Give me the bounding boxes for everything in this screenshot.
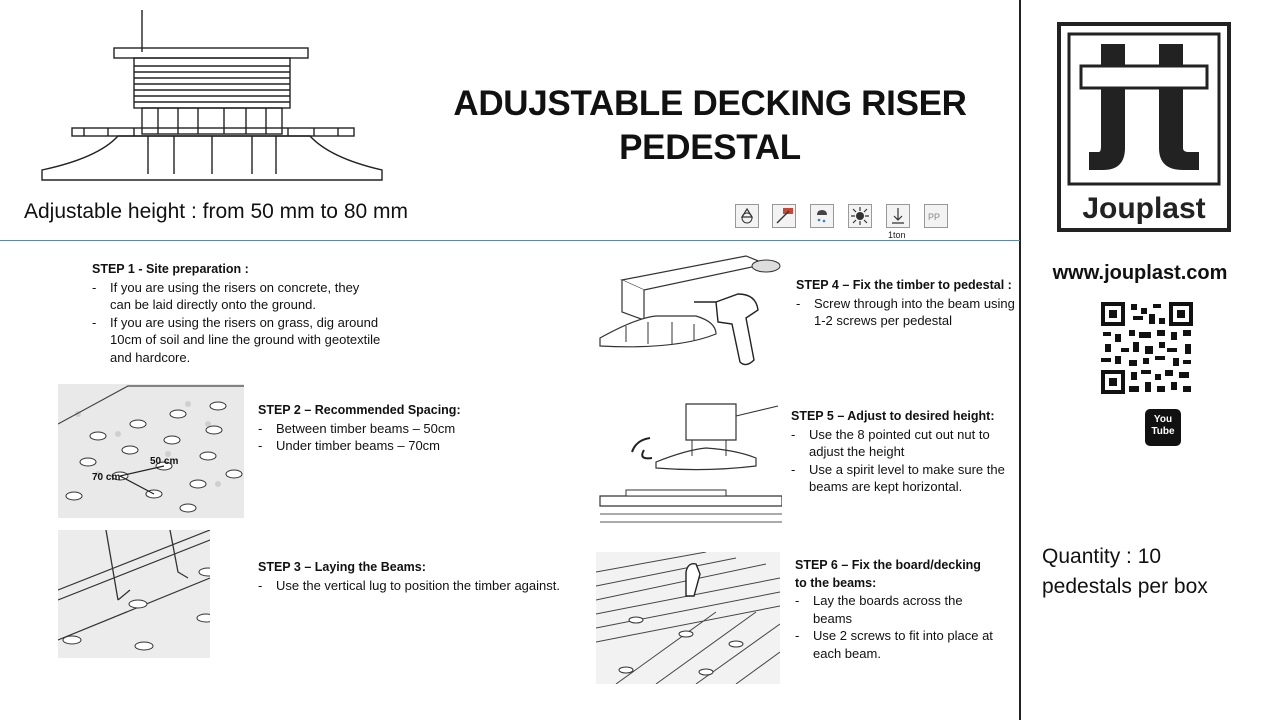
logo-wordmark: Jouplast [1082, 192, 1205, 225]
load-arrow-icon [886, 204, 910, 228]
step-6-bullet: Lay the boards across the beams [795, 592, 995, 627]
step-6-heading: STEP 6 – Fix the board/decking to the be… [795, 558, 981, 590]
uv-resistant-icon [772, 204, 796, 228]
step-2: STEP 2 – Recommended Spacing: Between ti… [258, 402, 488, 455]
step-6-decking-illustration [596, 552, 780, 684]
title-line-1: ADUJSTABLE DECKING RISER [453, 84, 967, 123]
youtube-icon[interactable]: You Tube [1145, 409, 1181, 446]
load-caption: 1ton [888, 230, 906, 240]
step-5-heading: STEP 5 – Adjust to desired height: [791, 409, 995, 423]
quantity-line-1: Quantity : 10 [1042, 545, 1162, 568]
step-2-label-b: 70 cm [92, 472, 120, 483]
step-5-bullet: Use a spirit level to make sure the beam… [791, 461, 1019, 496]
step-5-bullet: Use the 8 pointed cut out nut to adjust … [791, 426, 1019, 461]
step-1-bullet: If you are using the risers on grass, di… [92, 314, 382, 367]
step-5: STEP 5 – Adjust to desired height: Use t… [791, 408, 1019, 496]
step-2-bullet: Under timber beams – 70cm [258, 437, 488, 455]
step-3-bullet: Use the vertical lug to position the tim… [258, 577, 588, 595]
heat-resistant-icon [848, 204, 872, 228]
step-4-bullet: Screw through into the beam using 1-2 sc… [796, 295, 1016, 330]
step-3-heading: STEP 3 – Laying the Beams: [258, 560, 426, 574]
step-5-adjust-illustration [599, 403, 782, 523]
frost-resistant-icon [810, 204, 834, 228]
svg-text:PP: PP [928, 212, 940, 222]
step-1: STEP 1 - Site preparation : If you are u… [92, 261, 382, 367]
step-4-drill-illustration [599, 255, 781, 366]
title-line-2: PEDESTAL [619, 128, 801, 167]
page-title: ADUJSTABLE DECKING RISER PEDESTAL [400, 82, 1020, 170]
quantity-line-2: pedestals per box [1042, 575, 1208, 598]
pedestal-illustration [41, 10, 383, 181]
quantity-text: Quantity : 10 pedestals per box [1042, 542, 1208, 602]
height-range-text: Adjustable height : from 50 mm to 80 mm [24, 200, 408, 223]
step-4-heading: STEP 4 – Fix the timber to pedestal : [796, 278, 1012, 292]
step-2-label-a: 50 cm [150, 456, 178, 467]
jouplast-logo: Jouplast [1057, 22, 1231, 232]
website-link[interactable]: www.jouplast.com [1052, 262, 1228, 284]
step-1-heading: STEP 1 - Site preparation : [92, 262, 249, 276]
step-3-beams-illustration [58, 530, 210, 658]
step-2-spacing-illustration: 50 cm 70 cm [58, 384, 244, 518]
pp-material-icon: PP [924, 204, 948, 228]
step-4: STEP 4 – Fix the timber to pedestal : Sc… [796, 277, 1016, 330]
youtube-icon-bottom: Tube [1151, 426, 1175, 437]
step-2-heading: STEP 2 – Recommended Spacing: [258, 403, 461, 417]
horizontal-rule [0, 240, 1020, 241]
recycle-icon [735, 204, 759, 228]
step-6-bullet: Use 2 screws to fit into place at each b… [795, 627, 995, 662]
step-3: STEP 3 – Laying the Beams: Use the verti… [258, 559, 588, 594]
step-1-bullet: If you are using the risers on concrete,… [92, 279, 382, 314]
vertical-divider [1019, 0, 1021, 720]
step-6: STEP 6 – Fix the board/decking to the be… [795, 557, 995, 663]
youtube-icon-top: You [1153, 414, 1173, 425]
step-2-bullet: Between timber beams – 50cm [258, 420, 488, 438]
qr-code[interactable] [1101, 302, 1193, 394]
